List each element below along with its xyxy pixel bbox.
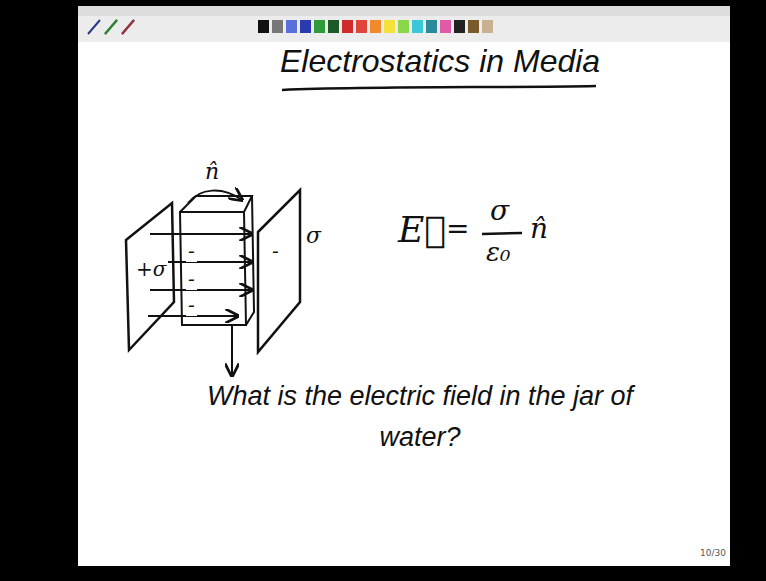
charge-label: σ (306, 224, 321, 248)
negative-plate (258, 190, 300, 352)
charge-sign: - (186, 294, 197, 316)
fraction-bar (482, 233, 522, 234)
normal-vector: n̂ (530, 214, 548, 245)
down-arrow (231, 326, 233, 376)
equals-sign: = (446, 214, 469, 245)
charge-label: +σ (134, 258, 168, 280)
water-jar (180, 196, 254, 325)
positive-plate (126, 203, 174, 350)
title-underline (282, 86, 596, 90)
charge-sign: - (186, 268, 197, 290)
denominator: ε₀ (486, 238, 510, 267)
toolbar (78, 6, 730, 42)
charge-sign: - (270, 240, 281, 262)
color-palette (258, 20, 493, 33)
tool-icons (88, 20, 134, 34)
page-number: 10/30 (700, 549, 726, 559)
numerator: σ (490, 196, 509, 227)
curved-arrow (188, 191, 242, 203)
charge-sign: - (186, 240, 197, 262)
question-text: What is the electric field in the jar of… (170, 376, 670, 457)
canvas (78, 6, 730, 566)
slide-title: Electrostatics in Media (280, 44, 600, 79)
field-symbol: E⃗ (398, 210, 446, 250)
normal-vector: n̂ (205, 160, 219, 184)
